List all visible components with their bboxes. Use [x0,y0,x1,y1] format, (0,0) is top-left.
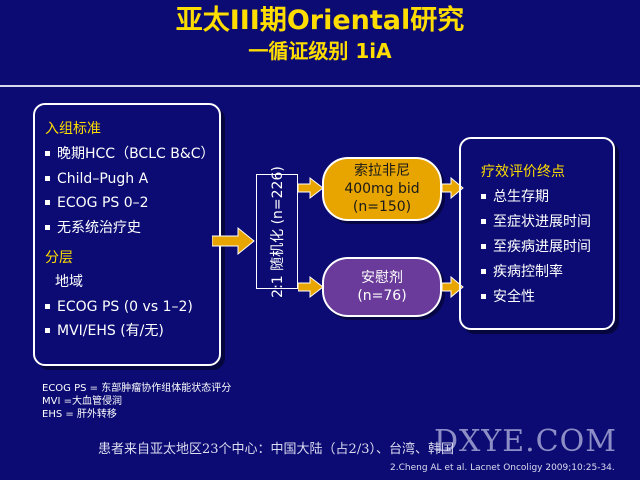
criteria-box [33,103,221,366]
bullet-icon [481,268,486,274]
inclusion-item: ECOG PS 0–2 [45,194,149,212]
inclusion-heading: 入组标准 [45,121,101,137]
endpoints-heading: 疗效评价终点 [481,164,565,180]
endpoint-item: 疾病控制率 [481,263,563,281]
inclusion-item: Child–Pugh A [45,170,148,188]
bullet-icon [45,175,50,181]
inclusion-item: 无系统治疗史 [45,219,141,237]
bullet-icon [481,218,486,224]
arrow-right-icon [212,226,255,256]
randomization-box: 2:1 随机化 (n=226) [256,166,298,297]
placebo-arm: 安慰剂 (n=76) [322,257,442,317]
page-title: 亚太III期Oriental研究 [175,5,465,36]
endpoints-box [459,137,615,330]
endpoint-item: 安全性 [481,288,535,306]
footnote: EHS = 肝外转移 [42,409,117,420]
stratification-heading: 分层 [45,250,73,266]
arrow-right-icon [298,176,324,200]
bullet-icon [45,327,50,333]
watermark: DXYE.COM [434,424,617,459]
footnote: MVI =大血管侵润 [42,396,122,407]
title-divider [0,85,640,87]
stratification-item: ECOG PS (0 vs 1–2) [45,298,193,316]
endpoint-item: 至疾病进展时间 [481,238,591,256]
endpoint-item: 总生存期 [481,188,549,206]
arrow-right-icon [442,275,464,299]
bullet-icon [481,193,486,199]
arrow-right-icon [298,275,324,299]
citation: 2.Cheng AL et al. Lacnet Oncoligy 2009;1… [390,463,615,473]
page-subtitle: 一循证级别 1iA [248,39,392,63]
sorafenib-arm: 索拉非尼 400mg bid (n=150) [322,157,442,221]
bullet-icon [481,293,486,299]
bullet-icon [45,224,50,230]
endpoint-item: 至症状进展时间 [481,213,591,231]
bullet-icon [45,199,50,205]
bullet-icon [481,243,486,249]
stratification-item: MVI/EHS (有/无) [45,322,164,340]
bullet-icon [45,150,50,156]
bullet-icon [45,303,50,309]
arrow-right-icon [442,176,464,200]
inclusion-item: 晚期HCC（BCLC B&C） [45,145,215,163]
stratification-item: 地域 [55,274,83,290]
randomization-label: 2:1 随机化 (n=226) [270,165,286,298]
footnote: ECOG PS = 东部肿瘤协作组体能状态评分 [42,383,232,394]
footer-text: 患者来自亚太地区23个中心：中国大陆（占2/3）、台湾、韩国 [98,442,454,457]
